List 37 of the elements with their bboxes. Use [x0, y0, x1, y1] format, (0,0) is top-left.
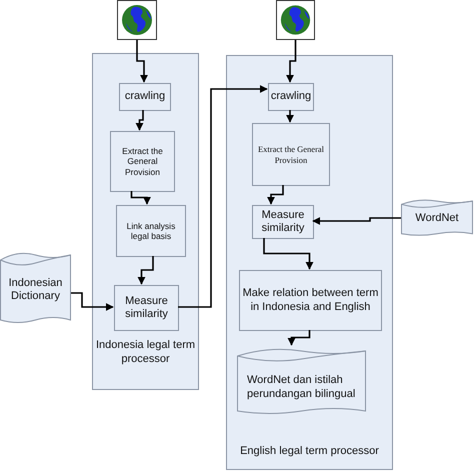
process-box [252, 123, 330, 186]
node-label: crawling [124, 90, 166, 104]
node-label: WordNet dan istilah perundangan bilingual [246, 373, 356, 401]
panel-title: English legal term processor [239, 444, 380, 458]
arrow [136, 110, 144, 131]
arrow [138, 256, 154, 285]
process-box [119, 83, 171, 111]
arrow [286, 40, 296, 83]
process-box [252, 205, 314, 239]
group-panel [226, 55, 393, 470]
process-box [268, 83, 314, 111]
arrow [71, 292, 114, 311]
arrow [263, 238, 314, 270]
arrow [288, 330, 310, 346]
node-label: WordNet [415, 212, 459, 226]
node-label: Link analysis legal basis [126, 220, 176, 242]
group-panel [92, 53, 199, 390]
node-label: Make relation between term in Indonesia and English [242, 287, 380, 314]
process-box [239, 270, 382, 331]
process-box [116, 205, 186, 257]
node-label: Measure similarity [124, 294, 169, 322]
arrow [286, 110, 294, 123]
node-label: Extract the General Provision [256, 144, 326, 165]
process-box [114, 285, 179, 331]
process-box [110, 131, 175, 192]
globe-icon [276, 0, 315, 40]
arrow [312, 217, 401, 225]
panel-title: Indonesia legal term processor [95, 338, 196, 367]
node-label: Indonesian Dictionary [8, 276, 64, 304]
arrow [267, 185, 284, 205]
arrow [178, 85, 268, 308]
arrow [130, 191, 151, 205]
globe-icon [117, 0, 157, 40]
node-label: Extract the General Provision [121, 146, 164, 177]
node-label: Measure similarity [260, 208, 306, 236]
node-label: crawling [270, 90, 312, 104]
arrow [136, 40, 148, 83]
